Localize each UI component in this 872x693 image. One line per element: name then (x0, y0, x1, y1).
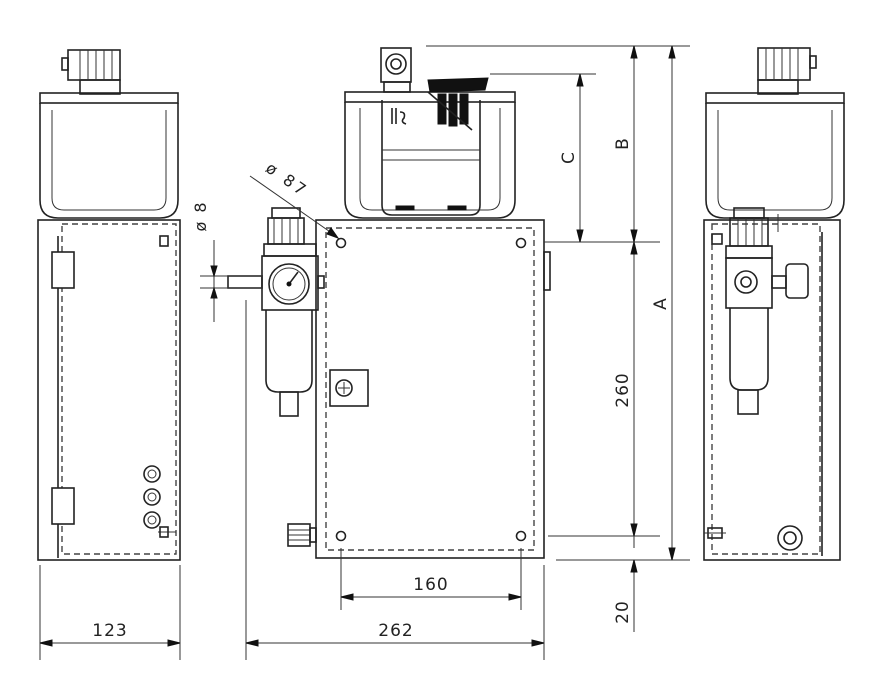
right-connector (757, 47, 817, 95)
front-view (227, 47, 551, 559)
dim-height-c: C (559, 152, 579, 164)
left-side-view (37, 49, 181, 561)
left-body (37, 219, 181, 561)
dim-height-b: B (613, 138, 633, 150)
dimension-lines (39, 45, 690, 660)
dim-bottom-offset: 20 (613, 600, 633, 624)
front-panel (287, 219, 551, 559)
front-connector (380, 47, 412, 93)
left-connector (61, 49, 121, 95)
dim-left-width: 123 (92, 621, 127, 641)
dim-panel-height: 260 (613, 372, 633, 407)
right-regulator (725, 207, 809, 415)
dim-total-width: 262 (378, 621, 413, 641)
right-side-view (703, 47, 845, 561)
right-body (703, 219, 841, 561)
dim-port-diameter: ø 8 (191, 200, 210, 231)
filter-regulator (227, 207, 325, 417)
left-reservoir (39, 92, 179, 219)
dim-hole-spacing: 160 (413, 575, 448, 595)
dim-mount-diameter: ø 87 (262, 158, 312, 201)
dimension-labels: 123 262 160 20 260 A B C ø 8 ø 87 (92, 138, 671, 641)
front-reservoir (344, 77, 516, 219)
dim-height-a: A (651, 298, 671, 310)
right-reservoir (705, 92, 845, 219)
